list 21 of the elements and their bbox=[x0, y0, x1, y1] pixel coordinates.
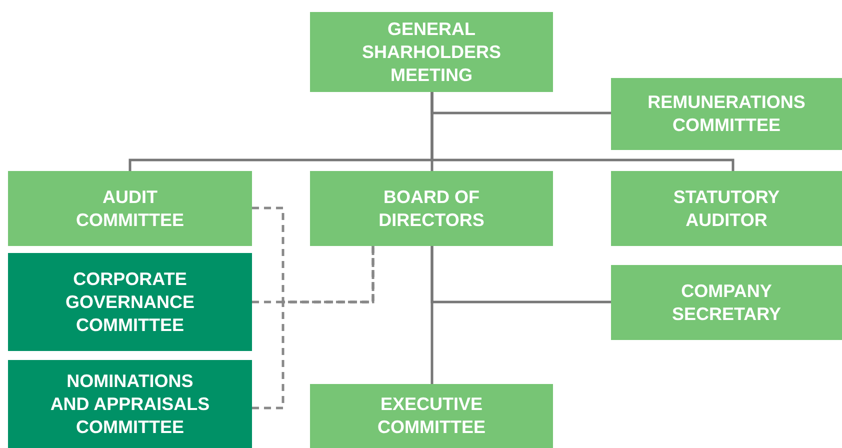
org-box bbox=[611, 78, 842, 150]
committee-box bbox=[8, 253, 252, 351]
org-box bbox=[611, 265, 842, 340]
box-label: GENERAL SHARHOLDERS MEETING bbox=[360, 18, 502, 86]
box-label: BOARD OF DIRECTORS bbox=[378, 186, 486, 232]
box-label: CORPORATE GOVERNANCE COMMITTEE bbox=[64, 268, 196, 336]
committee-box bbox=[8, 360, 252, 448]
box-label: STATUTORY AUDITOR bbox=[672, 186, 781, 232]
org-box bbox=[8, 171, 252, 246]
org-box bbox=[310, 171, 553, 246]
connector-line bbox=[430, 92, 734, 171]
org-box bbox=[310, 12, 553, 92]
box-label: EXECUTIVE COMMITTEE bbox=[376, 393, 486, 439]
connector-line bbox=[430, 246, 434, 384]
org-box bbox=[310, 384, 553, 448]
box-label: COMPANY SECRETARY bbox=[670, 280, 782, 326]
box-label: NOMINATIONS AND APPRAISALS COMMITTEE bbox=[49, 370, 211, 438]
org-box bbox=[611, 171, 842, 246]
box-label: REMUNERATIONS COMMITTEE bbox=[646, 91, 806, 137]
box-label: AUDIT COMMITTEE bbox=[75, 186, 185, 232]
dashed-connector bbox=[252, 246, 374, 410]
